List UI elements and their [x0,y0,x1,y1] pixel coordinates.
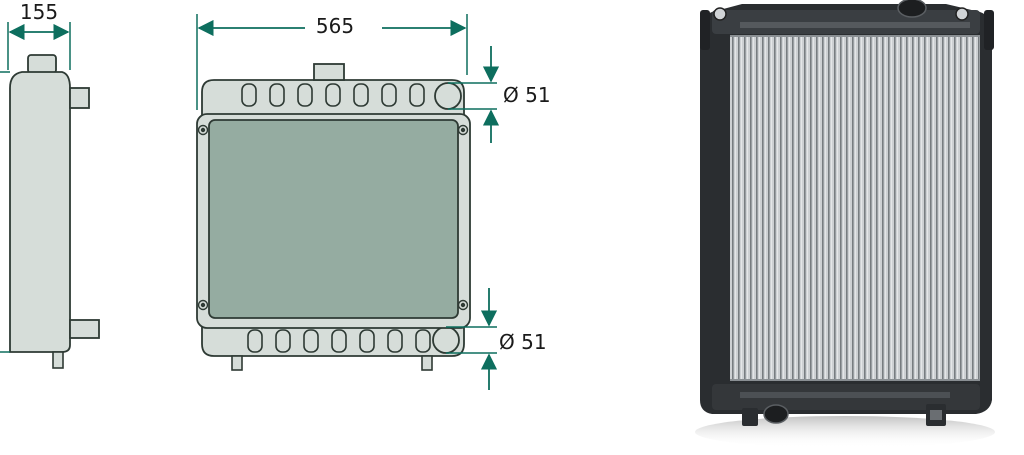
side-outlet-pipe [69,319,100,339]
side-tank-body [9,71,71,353]
width-dimension: 565 [196,14,468,110]
frame-bolts [197,124,469,311]
outlet-pipe-circle [432,326,460,354]
outlet-diameter-dimension: Ø 51 [446,288,547,390]
upper-tank-ribs [241,83,425,107]
width-value: 565 [316,14,354,38]
depth-dimension: 155 [7,0,71,70]
photo-bolt-tl [713,7,727,21]
mount-foot-left [231,355,243,371]
photo-filler-cap [897,0,927,18]
radiator-core [208,119,459,319]
side-drain-stub [52,351,64,369]
side-view [0,54,100,369]
outlet-diameter-value: Ø 51 [499,330,547,354]
side-filler-cap [27,54,57,74]
lower-tank-ribs [247,329,431,353]
inlet-diameter-dimension: Ø 51 [448,46,551,143]
photo-shadow [695,416,995,448]
filler-neck [313,63,345,81]
mount-foot-right [421,355,433,371]
depth-value: 155 [20,0,58,24]
photo-bolt-tr [955,7,969,21]
photo-fin-core [730,36,980,380]
photo-foot-left [742,408,758,426]
side-inlet-pipe [69,87,90,109]
photo-outlet [763,404,789,424]
inlet-diameter-value: Ø 51 [503,83,551,107]
front-view [196,63,471,371]
radiator-photo [695,0,995,448]
inlet-pipe-circle [434,82,462,110]
